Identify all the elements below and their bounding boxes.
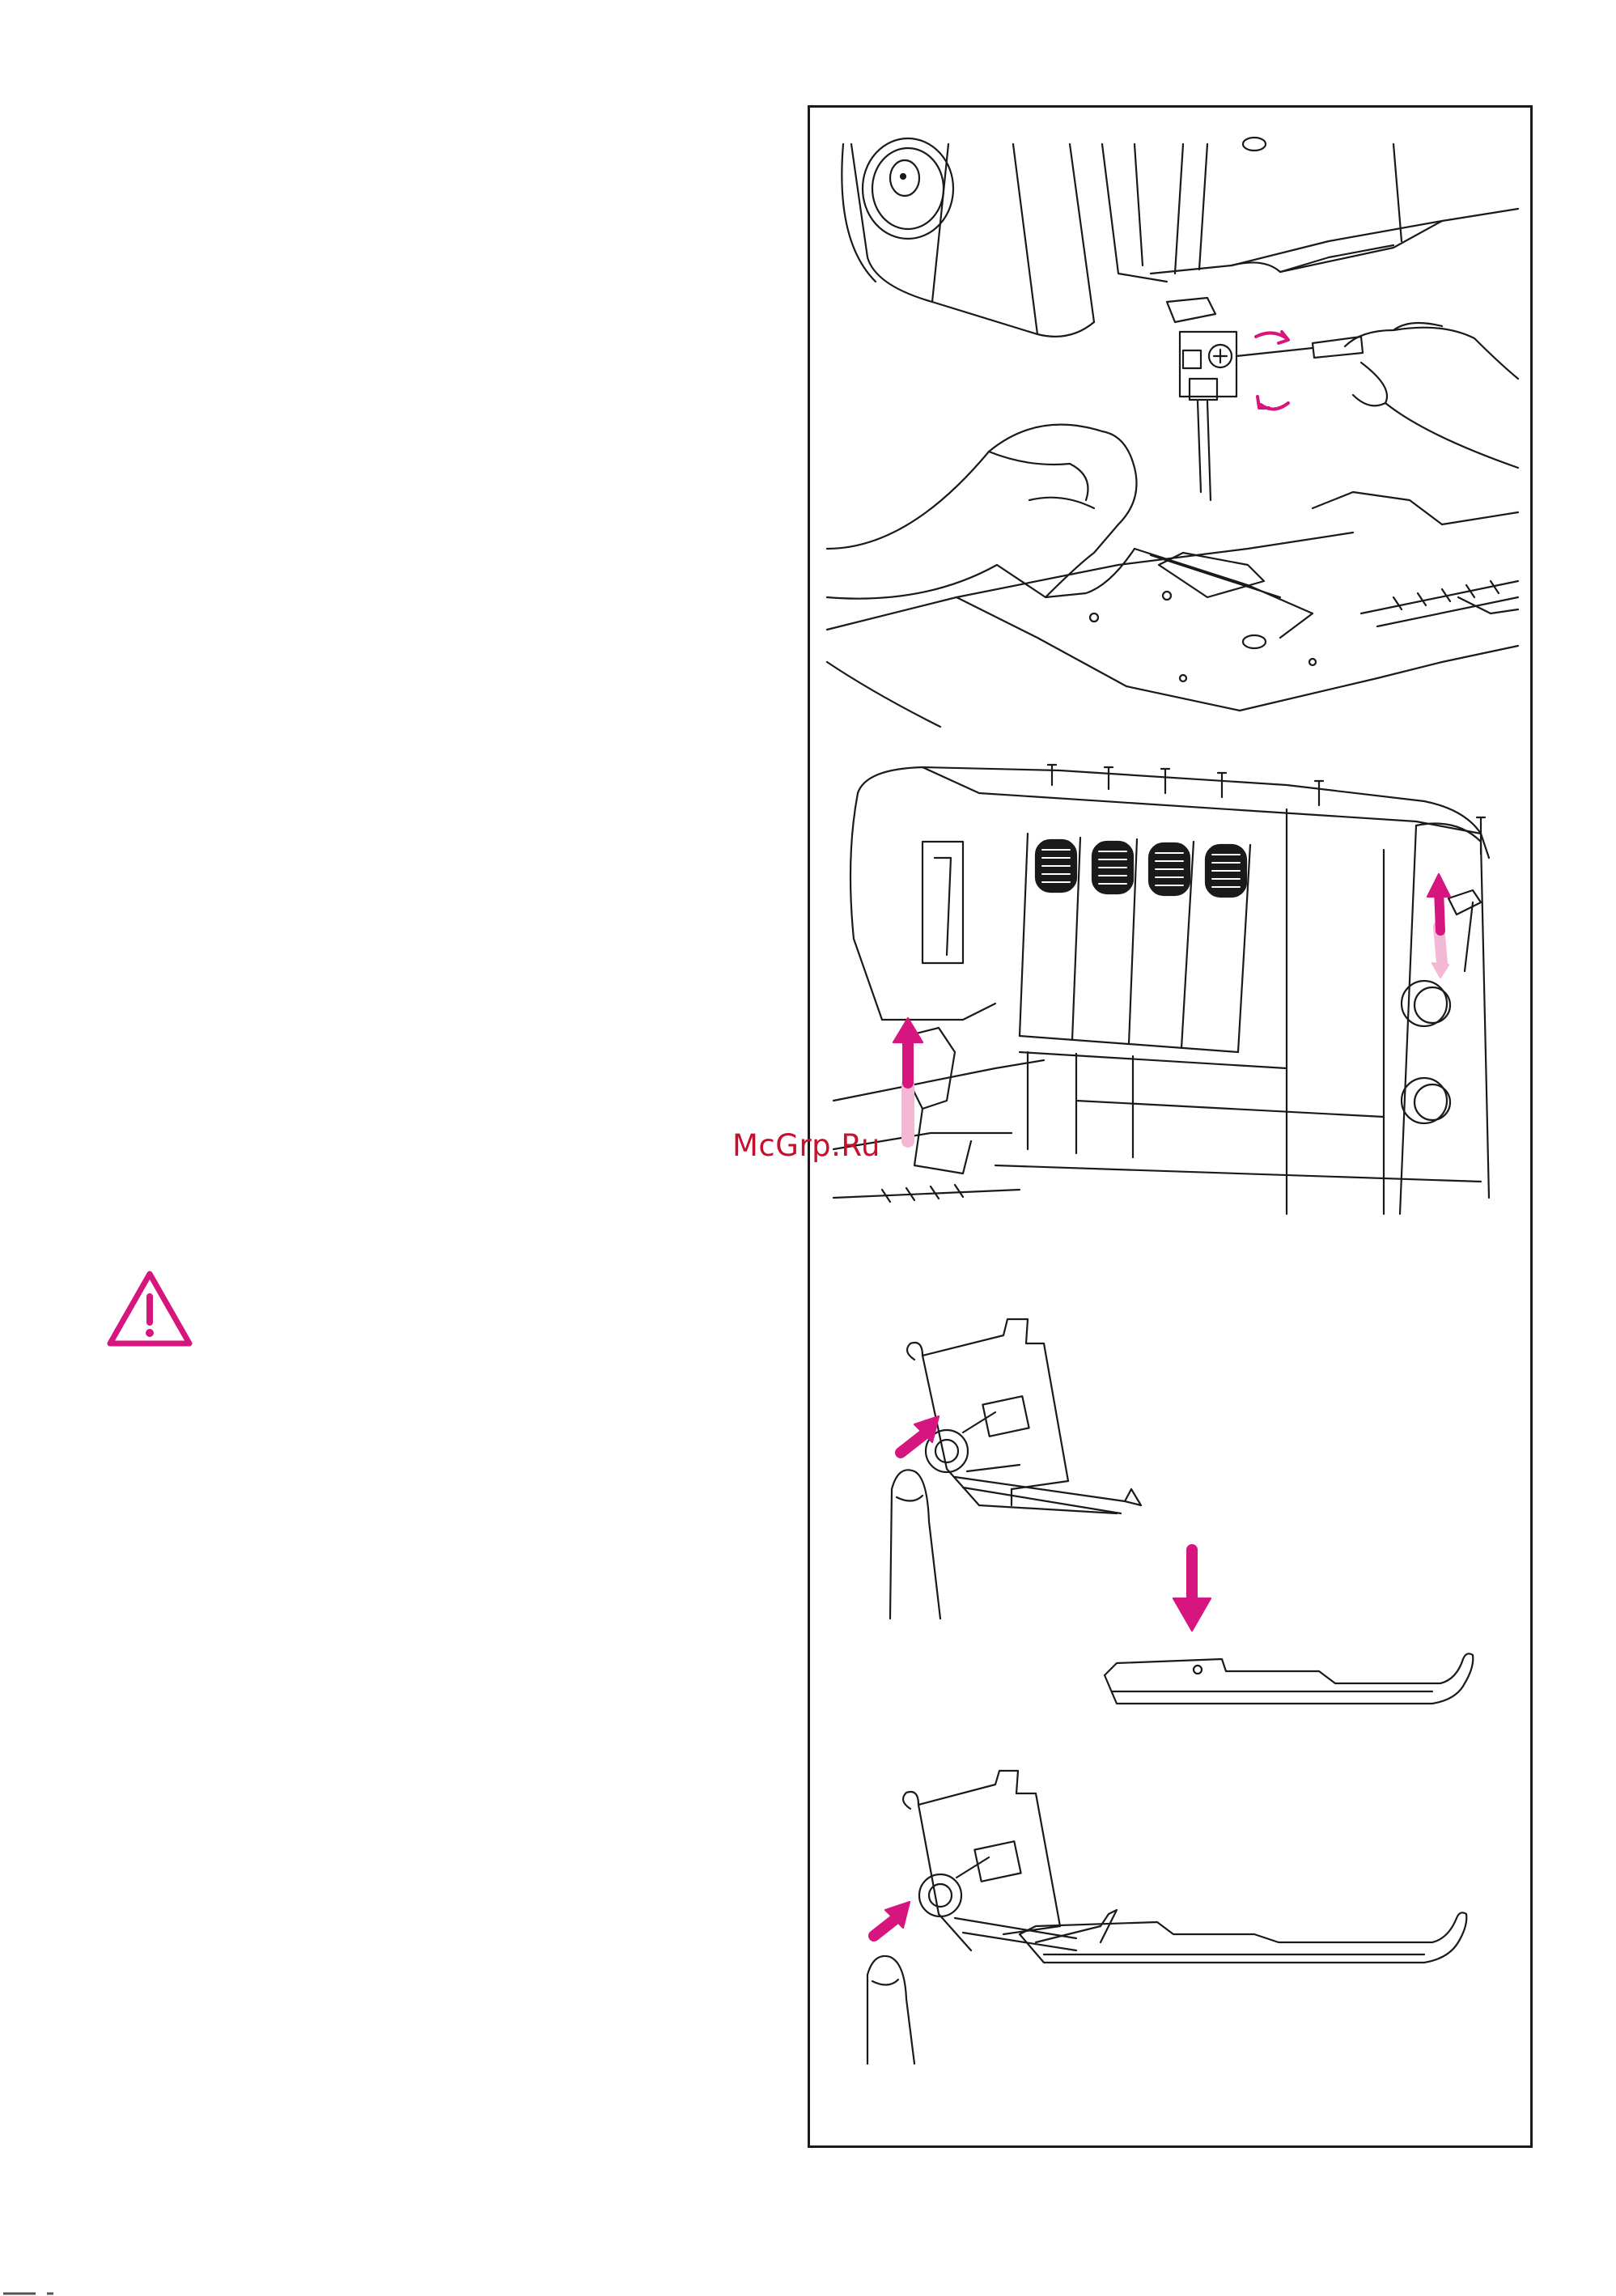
presser-foot-attachment-illustration: [833, 1311, 1513, 2064]
page-footer-mark: [0, 2282, 57, 2296]
watermark: McGrp.Ru: [732, 1131, 880, 1161]
warning-triangle-icon: [105, 1269, 194, 1350]
needle-removal-illustration: [827, 144, 1518, 727]
presser-foot-lift-illustration: [833, 761, 1518, 1220]
